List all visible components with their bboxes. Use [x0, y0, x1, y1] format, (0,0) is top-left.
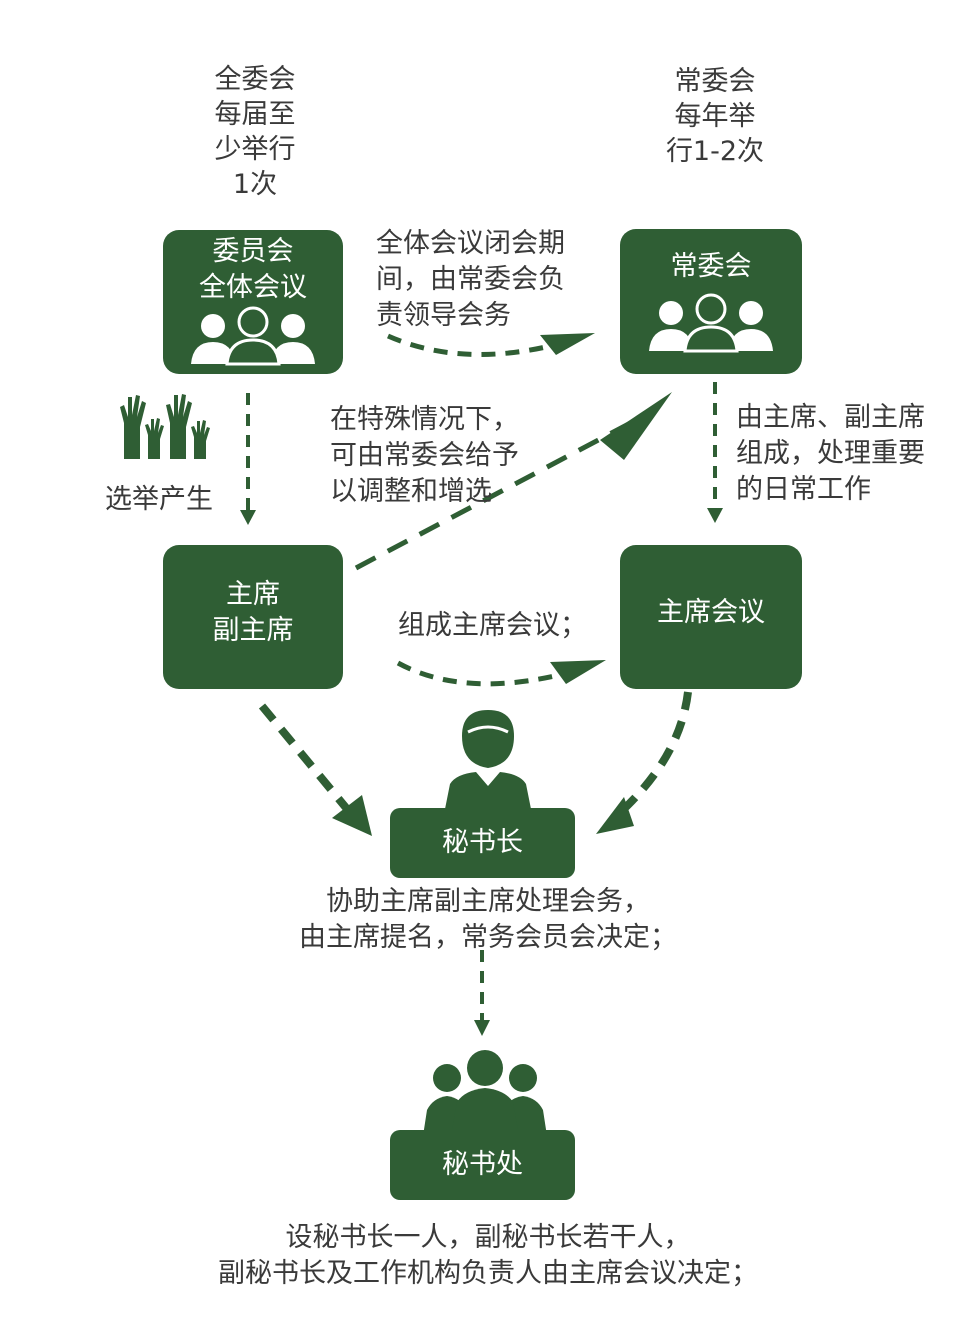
secretariat-description-line: 设秘书长一人，副秘书长若干人， — [285, 1222, 691, 1253]
chair-box-line2: 副主席 — [212, 615, 294, 646]
arrowhead-standing-to-chair-meeting — [707, 508, 723, 523]
election-note-text: 选举产生 — [105, 484, 213, 515]
special-note-line: 可由常委会给予 — [330, 440, 519, 471]
plenary-frequency-line: 1次 — [232, 169, 278, 200]
three-people-icon — [649, 293, 773, 353]
secretariat-label: 秘书处 — [442, 1149, 523, 1180]
election-note: 选举产生 — [105, 482, 213, 518]
raised-hands-icon — [120, 394, 210, 459]
three-people-icon — [191, 306, 315, 366]
standing-frequency-line: 行1-2次 — [665, 136, 765, 167]
plenary-box-line2: 全体会议 — [199, 272, 307, 303]
recess-note-line: 间，由常委会负 — [376, 264, 565, 295]
special-note-line: 以调整和增选 — [330, 476, 492, 507]
secretary-general-box: 秘书长 — [390, 808, 575, 878]
standing-frequency: 常委会 每年举 行1-2次 — [640, 64, 790, 169]
secretariat-box: 秘书处 — [390, 1130, 575, 1200]
composition-note: 由主席、副主席 组成，处理重要 的日常工作 — [736, 400, 925, 508]
composition-note-line: 组成，处理重要 — [736, 438, 925, 469]
person-icon — [444, 710, 532, 814]
form-meeting-note: 组成主席会议； — [398, 608, 587, 644]
arrow-chair-meeting-to-secretary-general — [611, 691, 692, 822]
secretary-general-description-line: 由主席提名，常务会员会决定； — [299, 922, 677, 953]
plenary-frequency-line: 全委会 — [214, 64, 296, 95]
chair-vice-chair-box: 主席 副主席 — [163, 545, 343, 689]
plenary-session-box: 委员会 全体会议 — [163, 230, 343, 374]
plenary-box-line1: 委员会 — [212, 236, 294, 267]
special-note: 在特殊情况下， 可由常委会给予 以调整和增选 — [330, 402, 519, 510]
arrowhead-plenary-to-standing — [540, 333, 595, 355]
arrowhead-chair-to-secretary-general — [332, 795, 372, 836]
arrow-chair-to-secretary-general — [258, 703, 356, 818]
chair-meeting-box: 主席会议 — [620, 545, 802, 689]
recess-note: 全体会议闭会期 间，由常委会负 责领导会务 — [376, 226, 565, 334]
composition-note-line: 的日常工作 — [736, 474, 871, 505]
chair-box-line1: 主席 — [226, 579, 280, 610]
chair-meeting-label: 主席会议 — [657, 597, 765, 628]
standing-frequency-line: 每年举 — [674, 101, 756, 132]
plenary-frequency: 全委会 每届至 少举行 1次 — [190, 62, 320, 202]
special-note-line: 在特殊情况下， — [330, 404, 519, 435]
secretariat-description: 设秘书长一人，副秘书长若干人， 副秘书长及工作机构负责人由主席会议决定； — [130, 1220, 846, 1292]
arrow-chair-to-standing — [354, 415, 642, 571]
arrowhead-chair-meeting-to-secretary-general — [596, 797, 634, 834]
arrowhead-chair-to-standing — [600, 392, 672, 460]
group-icon — [423, 1050, 547, 1136]
plenary-frequency-line: 每届至 — [214, 99, 296, 130]
secretary-general-description: 协助主席副主席处理会务， 由主席提名，常务会员会决定； — [200, 884, 776, 956]
arrowhead-chair-to-chair-meeting — [550, 660, 606, 684]
secretary-general-description-line: 协助主席副主席处理会务， — [326, 886, 650, 917]
standing-frequency-line: 常委会 — [674, 66, 756, 97]
secretariat-description-line: 副秘书长及工作机构负责人由主席会议决定； — [218, 1258, 758, 1289]
form-meeting-note-text: 组成主席会议； — [398, 610, 587, 641]
recess-note-line: 全体会议闭会期 — [376, 228, 565, 259]
composition-note-line: 由主席、副主席 — [736, 402, 925, 433]
arrowhead-secretary-general-to-secretariat — [474, 1020, 490, 1036]
recess-note-line: 责领导会务 — [376, 300, 511, 331]
standing-committee-box: 常委会 — [620, 229, 802, 374]
standing-box-label: 常委会 — [670, 251, 752, 282]
plenary-frequency-line: 少举行 — [214, 134, 296, 165]
arrowhead-plenary-to-chair — [240, 510, 256, 525]
secretary-general-label: 秘书长 — [442, 827, 523, 858]
